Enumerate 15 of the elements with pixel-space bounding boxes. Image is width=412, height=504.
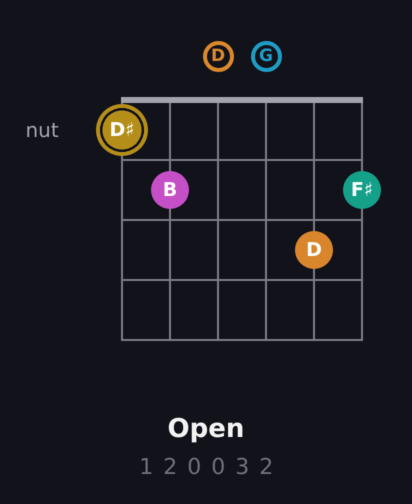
note-name: D	[306, 240, 322, 260]
note-name: D	[210, 48, 226, 64]
fingering-label: 1 2 0 0 3 2	[139, 457, 275, 479]
finger-marker	[343, 171, 381, 209]
chord-name: Open	[168, 416, 244, 442]
open-string-marker	[250, 40, 282, 72]
note-name: F♯	[350, 180, 374, 200]
finger-marker	[295, 231, 333, 269]
note-name: D♯	[110, 120, 134, 140]
root-note-marker	[96, 104, 148, 156]
note-name: G	[259, 48, 273, 64]
open-string-marker	[202, 40, 234, 72]
finger-marker	[151, 171, 189, 209]
note-name: B	[162, 180, 178, 200]
nut-label: nut	[26, 120, 59, 140]
